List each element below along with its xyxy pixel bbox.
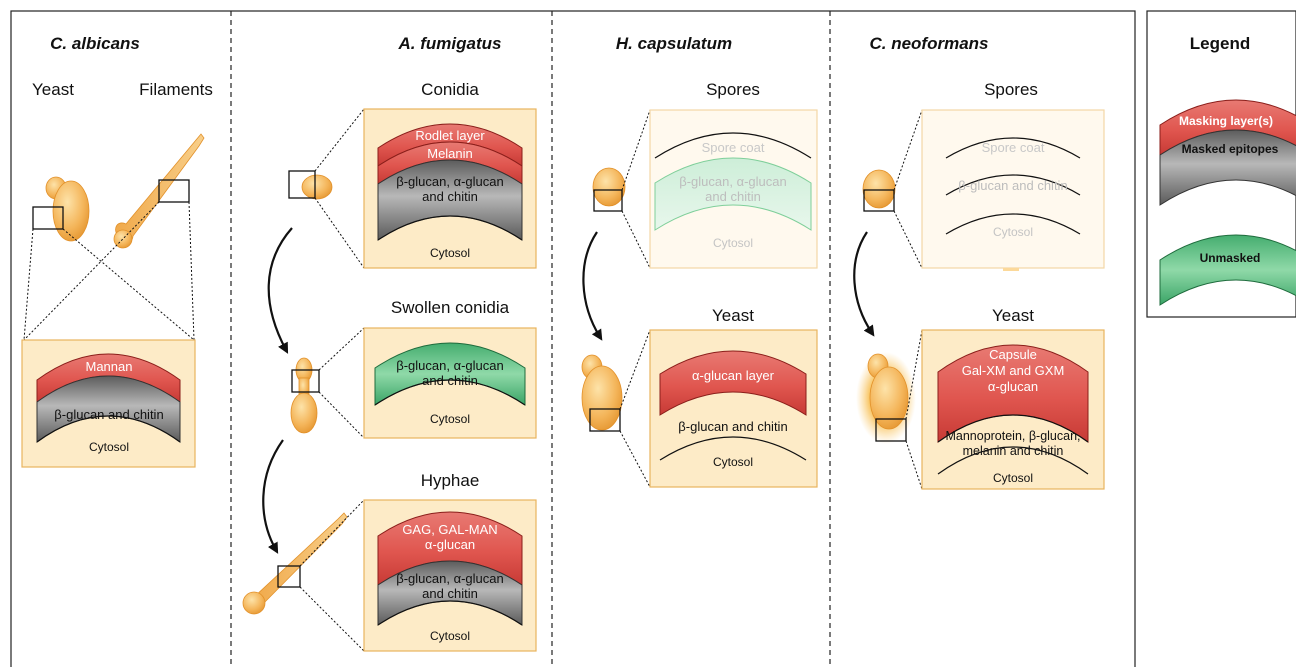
arrow-neoformans-spore-to-yeast [853, 231, 875, 337]
label-neoformans-spores: Spores [984, 80, 1038, 99]
capsulatum-spore-cell [592, 167, 626, 207]
arrow-swollen-to-hyphae [262, 439, 284, 554]
neoformans-spore-zoom-box [863, 189, 895, 212]
title-a-fumigatus: A. fumigatus [398, 34, 502, 53]
capsulatum-yeast-wall-panel: α-glucan layer β-glucan and chitin Cytos… [649, 329, 818, 488]
conidia-glucan-label-2: and chitin [422, 189, 478, 204]
legend: Legend Masking layer(s) Masked epitopes … [1146, 10, 1296, 318]
neoformans-wall-label-1: Mannoprotein, β-glucan, [945, 429, 1080, 443]
capsulatum-spore-coat-label: Spore coat [702, 140, 765, 155]
conidia-zoom-lines [314, 108, 365, 269]
hyphae-gag-label-2: α-glucan [425, 537, 475, 552]
swollen-glucan-label-2: and chitin [422, 373, 478, 388]
arrow-capsulatum-spore-to-yeast [582, 231, 603, 341]
hyphae-glucan-label-1: β-glucan, α-glucan [396, 571, 504, 586]
swollen-conidium-cell [290, 357, 318, 434]
label-swollen-conidia: Swollen conidia [391, 298, 510, 317]
label-neoformans-yeast: Yeast [992, 306, 1034, 325]
swollen-zoom-box [291, 369, 320, 393]
label-conidia: Conidia [421, 80, 479, 99]
swollen-glucan-label-1: β-glucan, α-glucan [396, 358, 504, 373]
rodlet-layer-label: Rodlet layer [415, 128, 485, 143]
conidia-cytosol-label: Cytosol [430, 246, 470, 260]
hyphae-gag-label-1: GAG, GAL-MAN [402, 522, 497, 537]
capsulatum-spore-zoom-box [593, 189, 623, 212]
column-separators [230, 11, 831, 667]
neoformans-spore-cell [862, 169, 896, 209]
neoformans-spore-cytosol-label: Cytosol [993, 225, 1033, 239]
hyphae-cytosol-label: Cytosol [430, 629, 470, 643]
capsulatum-yeast-zoom-box [589, 408, 621, 432]
albicans-yeast-cell [45, 176, 90, 242]
legend-masked-label: Masked epitopes [1182, 142, 1279, 156]
hypha-zoom-box [277, 565, 301, 588]
capsulatum-spore-wall-panel: Spore coat β-glucan, α-glucan and chitin… [649, 109, 818, 269]
conidium-zoom-box [288, 170, 316, 199]
capsule-label-1: Capsule [989, 347, 1037, 362]
label-albicans-filaments: Filaments [139, 80, 213, 99]
title-c-neoformans: C. neoformans [869, 34, 988, 53]
conidium-cell [301, 174, 333, 200]
neoformans-spore-coat-label: Spore coat [982, 140, 1045, 155]
capsulatum-alpha-glucan-label: α-glucan layer [692, 368, 775, 383]
neoformans-spore-glucan-label: β-glucan and chitin [958, 178, 1067, 193]
arrow-conidia-to-swollen [267, 227, 293, 354]
albicans-zoom-lines [23, 201, 195, 341]
swollen-cytosol-label: Cytosol [430, 412, 470, 426]
capsulatum-beta-glucan-label: β-glucan and chitin [678, 419, 787, 434]
albicans-wall-panel: Mannan β-glucan and chitin Cytosol [21, 339, 196, 468]
hyphae-wall-panel: GAG, GAL-MAN α-glucan β-glucan, α-glucan… [363, 499, 537, 652]
hypha-cell [242, 512, 348, 615]
label-albicans-yeast: Yeast [32, 80, 74, 99]
legend-title: Legend [1190, 34, 1250, 53]
capsulatum-spore-glucan-label-2: and chitin [705, 189, 761, 204]
label-capsulatum-yeast: Yeast [712, 306, 754, 325]
melanin-label: Melanin [427, 146, 473, 161]
neoformans-yeast-zoom-box [875, 418, 907, 442]
hyphae-zoom-lines [299, 499, 365, 652]
title-h-capsulatum: H. capsulatum [616, 34, 732, 53]
label-hyphae: Hyphae [421, 471, 480, 490]
swollen-zoom-lines [318, 327, 365, 439]
legend-unmasked-label: Unmasked [1200, 251, 1261, 265]
legend-masking-label: Masking layer(s) [1179, 114, 1273, 128]
conidia-wall-panel: Rodlet layer Melanin β-glucan, α-glucan … [363, 108, 537, 269]
capsulatum-yeast-cell [581, 354, 623, 431]
capsulatum-spore-zoom-lines [621, 109, 651, 269]
capsulatum-spore-glucan-label-1: β-glucan, α-glucan [679, 174, 787, 189]
capsule-label-2: Gal-XM and GXM [962, 363, 1065, 378]
neoformans-cytosol-label: Cytosol [993, 471, 1033, 485]
conidia-glucan-label-1: β-glucan, α-glucan [396, 174, 504, 189]
hyphae-glucan-label-2: and chitin [422, 586, 478, 601]
main-frame [10, 10, 1136, 667]
albicans-yeast-zoom-box [32, 206, 64, 230]
label-capsulatum-spores: Spores [706, 80, 760, 99]
capsule-label-3: α-glucan [988, 379, 1038, 394]
albicans-filament-zoom-box [158, 179, 190, 203]
neoformans-yeast-wall-panel: Capsule Gal-XM and GXM α-glucan Mannopro… [921, 329, 1105, 490]
capsulatum-spore-cytosol-label: Cytosol [713, 236, 753, 250]
neoformans-spore-wall-panel: Spore coat β-glucan and chitin Cytosol [921, 109, 1105, 271]
neoformans-wall-label-2: melanin and chitin [963, 444, 1064, 458]
title-c-albicans: C. albicans [50, 34, 140, 53]
neoformans-yeast-zoom-lines [905, 329, 923, 490]
neoformans-yeast-cell [856, 352, 916, 444]
albicans-glucan-label: β-glucan and chitin [54, 407, 163, 422]
neoformans-spore-zoom-lines [893, 109, 923, 269]
albicans-mannan-label: Mannan [86, 359, 133, 374]
swollen-wall-panel: β-glucan, α-glucan and chitin Cytosol [363, 327, 537, 439]
albicans-cytosol-label: Cytosol [89, 440, 129, 454]
capsulatum-yeast-zoom-lines [619, 329, 651, 488]
capsulatum-cytosol-label: Cytosol [713, 455, 753, 469]
